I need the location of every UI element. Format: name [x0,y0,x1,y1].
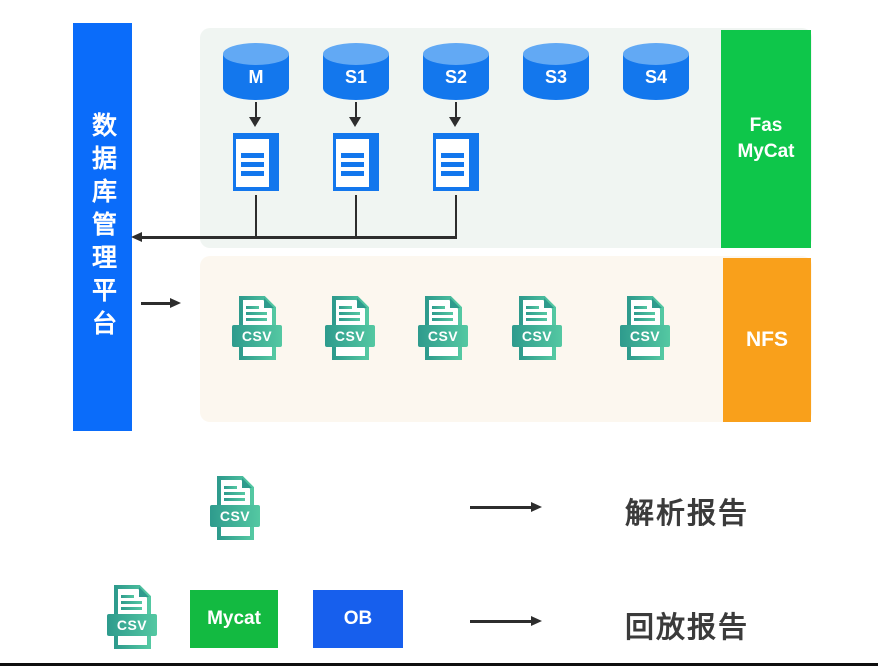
csv-label: CSV [630,328,660,344]
db-cylinder-label: M [248,66,264,87]
csv-file-icon: CSV [325,296,375,360]
log-document-icon [333,133,379,191]
db-cylinder-slave4: S4 [623,43,689,100]
left-arrow-icon [131,231,142,242]
fas-mycat-box: Fas MyCat [721,30,811,248]
csv-label: CSV [335,328,365,344]
connector-line [454,195,457,238]
document-line [241,171,264,176]
right-arrow-icon [170,297,181,308]
nfs-box: NFS [723,258,811,422]
nfs-label: NFS [746,328,788,351]
document-line [341,162,364,167]
db-cylinder-label: S4 [644,66,668,87]
csv-file-icon: CSV [512,296,562,360]
db-cylinder-slave2: S2 [423,43,489,100]
down-arrow-line [454,102,457,118]
platform-bar: 数据库管理平台 [73,23,132,431]
document-line [441,162,464,167]
csv-label: CSV [117,617,147,633]
down-arrow-icon [349,117,361,127]
fas-mycat-label-line2: MyCat [737,141,795,162]
bottom-divider [0,663,878,666]
csv-file-icon: CSV [418,296,468,360]
right-arrow-icon [531,615,542,626]
cylinder-top [223,43,289,65]
csv-label: CSV [242,328,272,344]
db-cylinder-slave3: S3 [523,43,589,100]
db-cylinder-label: S1 [344,66,368,87]
parse-report-label: 解析报告 [625,498,750,530]
cylinder-top [623,43,689,65]
document-page [336,139,369,187]
csv-label: CSV [220,508,250,524]
db-cylinder-master: M [223,43,289,100]
nfs-layer-background [200,256,812,422]
replay-arrow-line [470,620,532,623]
csv-label: CSV [522,328,552,344]
ob-box-label: OB [343,608,373,629]
document-line [241,162,264,167]
document-line [241,153,264,158]
document-line [341,171,364,176]
db-cylinder-label: S2 [444,66,468,87]
cylinder-top [523,43,589,65]
mycat-box: Mycat [190,590,278,648]
csv-file-icon: CSV [620,296,670,360]
document-page [236,139,269,187]
right-arrow-line [141,302,172,305]
cylinder-top [423,43,489,65]
csv-file-icon: CSV [107,585,157,649]
document-line [441,171,464,176]
connector-line [141,236,457,239]
connector-line [354,195,357,238]
csv-label: CSV [428,328,458,344]
ob-box: OB [313,590,403,648]
fas-mycat-label-line1: Fas [749,115,783,137]
down-arrow-line [354,102,357,118]
csv-file-icon: CSV [232,296,282,360]
platform-bar-label: 数据库管理平台 [88,111,117,343]
csv-file-icon: CSV [210,476,260,540]
mycat-layer-background [200,28,812,248]
down-arrow-icon [249,117,261,127]
cylinder-top [323,43,389,65]
log-document-icon [233,133,279,191]
right-arrow-icon [531,501,542,512]
parse-arrow-line [470,506,532,509]
document-page [436,139,469,187]
mycat-box-label: Mycat [207,608,261,629]
down-arrow-line [254,102,257,118]
replay-report-label: 回放报告 [625,612,750,644]
connector-line [254,195,257,238]
db-cylinder-slave1: S1 [323,43,389,100]
down-arrow-icon [449,117,461,127]
document-line [441,153,464,158]
document-line [341,153,364,158]
log-document-icon [433,133,479,191]
db-cylinder-label: S3 [544,66,568,87]
